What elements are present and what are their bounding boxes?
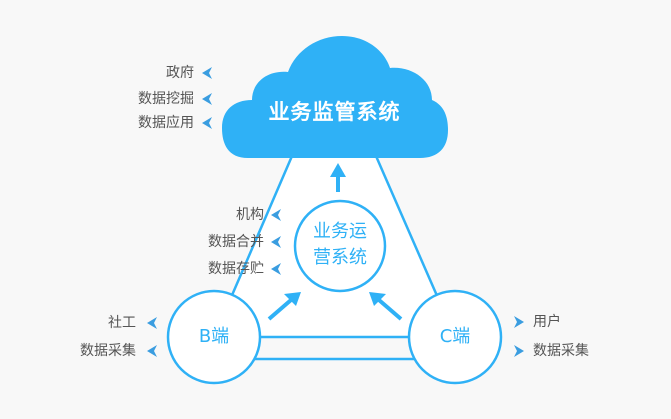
center-node-title-line1: 业务运 [313,221,367,242]
center-node-title: 业务运 营系统 [295,219,385,271]
cloud-label-data-mining: 数据挖掘 [138,91,194,107]
b-node-title: B端 [198,326,230,347]
c-label-data-collection: 数据采集 [533,343,589,359]
cloud-label-data-application: 数据应用 [138,115,194,131]
chevron-left-icon [147,345,157,357]
chevron-left-icon [202,117,212,129]
b-label-data-collection: 数据采集 [80,343,136,359]
arrow-up-icon [330,163,346,192]
c-node-title: C端 [439,326,471,347]
chevron-left-icon [271,236,281,248]
center-node-circle [293,199,387,293]
center-node-title-line2: 营系统 [313,247,367,268]
b-node-circle [166,289,262,385]
c-node-circle [407,289,503,385]
arrow-c-to-center-icon [369,292,403,321]
chevron-right-icon [514,316,524,328]
c-label-user: 用户 [533,314,561,330]
center-label-institution: 机构 [236,207,264,223]
b-label-social-worker: 社工 [108,315,136,331]
arrow-b-to-center-icon [267,292,301,321]
chevron-right-icon [514,345,524,357]
chevron-left-icon [271,263,281,275]
chevron-left-icon [202,93,212,105]
cloud-title: 业务监管系统 [268,100,401,124]
cloud-shape [222,36,448,158]
chevron-left-icon [147,317,157,329]
chevron-left-icon [202,67,212,79]
cloud-label-government: 政府 [166,65,194,81]
center-label-data-merge: 数据合并 [208,234,264,250]
center-label-data-storage: 数据存贮 [208,261,264,277]
chevron-left-icon [271,209,281,221]
